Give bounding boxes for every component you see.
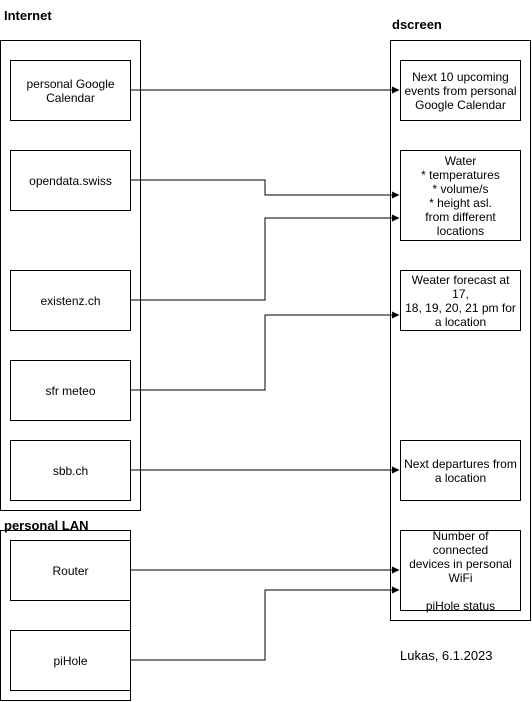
existenz-node: existenz.ch bbox=[10, 270, 131, 331]
edge-meteo-weather bbox=[131, 311, 400, 391]
pihole-node: piHole bbox=[10, 630, 131, 691]
departures-screen-node: Next departures from a location bbox=[400, 440, 521, 501]
author-caption: Lukas, 6.1.2023 bbox=[400, 648, 493, 663]
lan-group bbox=[0, 530, 131, 701]
srf-meteo-node: sfr meteo bbox=[10, 360, 131, 421]
edge-pihole-wifi bbox=[131, 586, 400, 661]
google-calendar-node: personal Google Calendar bbox=[10, 60, 131, 121]
opendata-node: opendata.swiss bbox=[10, 150, 131, 211]
lan-group-title: personal LAN bbox=[4, 518, 89, 533]
edge-opendata-water bbox=[131, 179, 400, 199]
weather-screen-node: Weater forecast at 17, 18, 19, 20, 21 pm… bbox=[400, 270, 521, 331]
calendar-screen-node: Next 10 upcoming events from personal Go… bbox=[400, 60, 521, 121]
internet-group-title: Internet bbox=[4, 8, 52, 23]
dscreen-group-title: dscreen bbox=[392, 17, 442, 32]
dscreen-group bbox=[390, 40, 531, 621]
router-node: Router bbox=[10, 540, 131, 601]
wifi-screen-node: Number of connected devices in personal … bbox=[400, 529, 521, 613]
edge-existenz-water bbox=[131, 214, 400, 301]
sbb-node: sbb.ch bbox=[10, 440, 131, 501]
water-screen-node: Water * temperatures * volume/s * height… bbox=[400, 150, 521, 241]
internet-group bbox=[0, 40, 141, 511]
